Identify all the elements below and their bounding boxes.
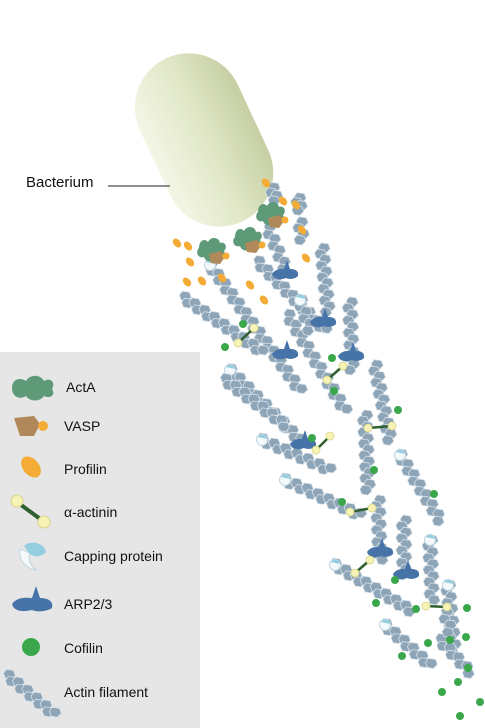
vasp bbox=[209, 251, 225, 264]
actin-filament bbox=[256, 432, 338, 475]
profilin bbox=[291, 200, 301, 210]
cofilin bbox=[308, 434, 316, 442]
arp23 bbox=[393, 560, 420, 580]
capping-protein-icon bbox=[19, 542, 46, 571]
cofilin bbox=[398, 652, 406, 660]
bacterium-label: Bacterium bbox=[26, 174, 94, 191]
profilin bbox=[278, 196, 288, 206]
cofilin bbox=[239, 320, 247, 328]
alpha-actinin bbox=[363, 423, 373, 433]
arp23 bbox=[290, 430, 317, 450]
arp23-icon bbox=[12, 586, 53, 612]
alpha-actinin bbox=[345, 507, 355, 517]
cofilin bbox=[372, 599, 380, 607]
actin-filament bbox=[356, 409, 377, 496]
cofilin bbox=[464, 664, 472, 672]
cofilin bbox=[456, 712, 464, 720]
cofilin bbox=[476, 698, 484, 706]
alpha-actinin bbox=[322, 375, 332, 385]
actin-filament bbox=[439, 579, 463, 656]
alpha-actinin bbox=[233, 338, 243, 348]
profilin bbox=[245, 280, 255, 290]
profilin bbox=[172, 238, 182, 248]
actin-filament bbox=[279, 472, 368, 520]
profilin bbox=[197, 276, 207, 286]
arp23 bbox=[272, 340, 299, 360]
actin-filament bbox=[421, 534, 441, 606]
legend-panel bbox=[0, 352, 200, 728]
cofilin bbox=[463, 604, 471, 612]
actin-filament bbox=[313, 242, 337, 318]
alpha-actinin bbox=[421, 601, 431, 611]
profilin bbox=[259, 295, 269, 305]
alpha-actinin-icon bbox=[10, 494, 51, 529]
legend-label-vasp: VASP bbox=[64, 418, 100, 434]
actin-filament bbox=[329, 557, 416, 618]
legend-label-acta: ActA bbox=[66, 379, 96, 395]
profilin-icon bbox=[21, 456, 41, 478]
actin-filament bbox=[219, 372, 291, 433]
profilin bbox=[182, 277, 192, 287]
actin-filament bbox=[293, 293, 317, 337]
actin-filament bbox=[367, 359, 398, 446]
bacterium bbox=[134, 53, 274, 227]
cofilin bbox=[438, 688, 446, 696]
acta-icon bbox=[12, 375, 54, 401]
legend-label-arp23: ARP2/3 bbox=[64, 596, 112, 612]
profilin bbox=[185, 257, 195, 267]
alpha-actinin bbox=[325, 431, 335, 441]
vasp bbox=[268, 215, 284, 228]
cofilin bbox=[446, 636, 454, 644]
cofilin bbox=[454, 678, 462, 686]
bound-proteins bbox=[172, 178, 484, 720]
alpha-actinin bbox=[365, 555, 375, 565]
alpha-actinin bbox=[249, 323, 259, 333]
arp23 bbox=[310, 308, 337, 328]
arp23 bbox=[367, 538, 394, 558]
cofilin bbox=[394, 406, 402, 414]
arp23 bbox=[338, 342, 365, 362]
alpha-actinin bbox=[387, 421, 397, 431]
vasp-icon bbox=[14, 416, 48, 436]
cofilin bbox=[338, 498, 346, 506]
cofilin bbox=[221, 343, 229, 351]
cofilin bbox=[412, 605, 420, 613]
actin-filament bbox=[379, 618, 438, 669]
cofilin bbox=[430, 490, 438, 498]
arp23 bbox=[272, 260, 299, 280]
alpha-actinin bbox=[367, 503, 377, 513]
cofilin-icon bbox=[22, 638, 40, 656]
profilin bbox=[297, 225, 307, 235]
vasp bbox=[245, 240, 261, 253]
profilin bbox=[217, 273, 227, 283]
cofilin bbox=[462, 633, 470, 641]
cofilin bbox=[330, 387, 338, 395]
cofilin bbox=[328, 354, 336, 362]
legend-label-capping-protein: Capping protein bbox=[64, 548, 163, 564]
alpha-actinin bbox=[350, 568, 360, 578]
alpha-actinin bbox=[311, 445, 321, 455]
cofilin bbox=[391, 576, 399, 584]
actin-filament bbox=[394, 448, 446, 527]
legend-label-actin-filament: Actin filament bbox=[64, 684, 148, 700]
alpha-actinin bbox=[442, 602, 452, 612]
cofilin bbox=[424, 639, 432, 647]
legend-label-profilin: Profilin bbox=[64, 461, 107, 477]
profilin bbox=[261, 178, 271, 188]
profilin bbox=[183, 241, 193, 251]
alpha-actinin bbox=[338, 361, 348, 371]
legend-label-alpha-actinin: α-actinin bbox=[64, 504, 117, 520]
profilin bbox=[301, 253, 311, 263]
legend-label-cofilin: Cofilin bbox=[64, 640, 103, 656]
cofilin bbox=[370, 466, 378, 474]
